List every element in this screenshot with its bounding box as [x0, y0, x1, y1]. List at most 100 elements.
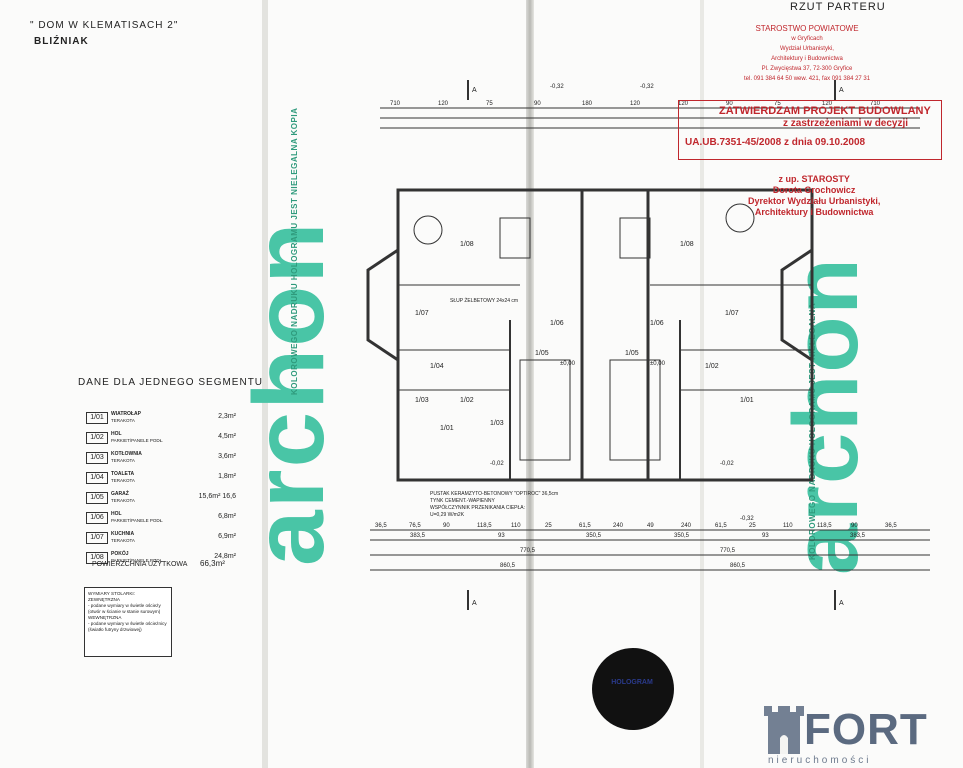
room-tag: 1/01 [440, 425, 454, 432]
segment-data-title: DANE DLA JEDNEGO SEGMENTU [78, 377, 264, 388]
starosta-line: Architektury i Budownictwa [754, 207, 874, 217]
room-number: 1/04 [86, 472, 108, 484]
level-mark: -0,32 [550, 84, 564, 90]
dimension-label: 770,5 [520, 548, 536, 554]
wall-note: PUSTAK KERAMZYTO-BETONOWY "OPTIROC" 36,5… [430, 491, 558, 497]
room-area: 6,8m² [218, 513, 236, 520]
level-mark: -0,02 [720, 461, 734, 467]
office-stamp-line: w Gryficach [791, 36, 823, 42]
room-name: TOALETA [111, 471, 135, 477]
room-tag: 1/07 [725, 310, 739, 317]
dimension-label: 110 [783, 523, 793, 529]
dimension-label: 90 [534, 101, 541, 107]
sofa [499, 217, 531, 259]
dimension-label: 383,5 [410, 533, 426, 539]
page-fold-shadow [262, 0, 268, 768]
project-subtitle: BLIŹNIAK [34, 36, 89, 47]
wall-note: U=0,29 W/m2K [430, 512, 465, 518]
dimension-label: 710 [390, 101, 401, 107]
room-area: 3,6m² [218, 453, 236, 460]
bay-window-right [780, 248, 813, 362]
room-tag: 1/03 [490, 420, 504, 427]
room-area: 2,3m² [218, 413, 236, 420]
approval-line: UA.UB.7351-45/2008 z dnia 09.10.2008 [685, 137, 866, 148]
approval-line: z zastrzeżeniami w decyzji [783, 118, 909, 129]
joinery-line: - podane wymiary w świetle ościeży [88, 603, 161, 608]
fort-watermark: FORT nieruchomości [764, 700, 963, 768]
fort-subtitle: nieruchomości [768, 755, 872, 766]
room-area: 15,6m² 16,6 [198, 493, 236, 500]
hologram-seal-text: HOLOGRAM [611, 679, 653, 686]
dimension-label: 93 [762, 533, 769, 539]
dimension-label: 36,5 [885, 523, 897, 529]
dimension-label: 120 [438, 101, 449, 107]
dimension-label: 90 [851, 523, 858, 529]
dimension-label: 240 [613, 523, 624, 529]
joinery-line: WEWNĘTRZNA [88, 615, 122, 620]
room-area: 24,8m² [214, 553, 236, 560]
left-unit-walls [396, 188, 650, 482]
room-tag: 1/03 [415, 397, 429, 404]
room-tag: 1/02 [460, 397, 474, 404]
joinery-dimensions-box: WYMIARY STOLARKI: ZEWNĘTRZNA - podane wy… [84, 587, 172, 657]
dimension-label: 76,5 [409, 523, 421, 529]
room-finish: TERAKOTA [111, 498, 135, 503]
starosta-line: z up. STAROSTY [778, 174, 850, 184]
dimension-label: 90 [443, 523, 450, 529]
hologram-warning: KOLOROWEGO NADRUKU HOLOGRAMU JEST NIELEG… [290, 107, 299, 395]
dimension-label: 75 [774, 101, 781, 107]
room-name: GARAŻ [111, 491, 129, 497]
room-name: HOL [111, 431, 122, 437]
bay-window-left [366, 248, 399, 362]
dimension-label: 25 [545, 523, 552, 529]
room-area: 1,8m² [218, 473, 236, 480]
dimension-label: 118,5 [817, 523, 832, 529]
dimension-label: 120 [630, 101, 641, 107]
approval-line: ZATWIERDZAM PROJEKT BUDOWLANY [719, 105, 931, 117]
dimension-label: 90 [726, 101, 733, 107]
joinery-line: - podane wymiary w świetle ościeżnicy [88, 621, 167, 626]
room-name: KUCHNIA [111, 531, 135, 537]
room-tag: 1/07 [415, 310, 429, 317]
plan-name: RZUT PARTERU [790, 1, 886, 13]
room-tag: 1/06 [650, 320, 664, 327]
office-stamp-line: tel. 091 384 64 50 wew. 421, fax 091 384… [744, 76, 871, 82]
sofa [619, 217, 651, 259]
dimension-label: 61,5 [715, 523, 727, 529]
section-letter: A [839, 87, 844, 94]
room-tag: 1/06 [550, 320, 564, 327]
dimension-label: 110 [511, 523, 521, 529]
hologram-seal [592, 648, 674, 730]
room-tag: 1/05 [535, 350, 549, 357]
approval-stamp: ZATWIERDZAM PROJEKT BUDOWLANY z zastrzeż… [678, 100, 942, 160]
room-number: 1/01 [86, 412, 108, 424]
room-tag: 1/05 [625, 350, 639, 357]
level-mark: -0,32 [740, 516, 754, 522]
room-tag: 1/04 [430, 363, 444, 370]
dimension-label: 75 [486, 101, 493, 107]
usable-area-label: POWIERZCHNIA UŻYTKOWA [92, 561, 188, 568]
room-finish: TERAKOTA [111, 418, 135, 423]
room-number: 1/03 [86, 452, 108, 464]
room-number: 1/02 [86, 432, 108, 444]
right-unit-walls [580, 188, 814, 482]
tower-icon [764, 706, 804, 754]
room-tag: 1/08 [680, 241, 694, 248]
project-title: " DOM W KLEMATISACH 2" [30, 20, 179, 31]
room-finish: PARKIET/PANELE PODŁ. [111, 558, 164, 563]
dimension-label: 120 [822, 101, 833, 107]
room-tag: 1/01 [740, 397, 754, 404]
binding-spine [526, 0, 534, 768]
dimension-label: 180 [582, 101, 593, 107]
usable-area-value: 66,3m² [200, 559, 225, 568]
dimension-label: 118,5 [477, 523, 492, 529]
office-stamp-line: Pl. Zwycięstwa 37, 72-300 Gryfice [761, 66, 853, 72]
